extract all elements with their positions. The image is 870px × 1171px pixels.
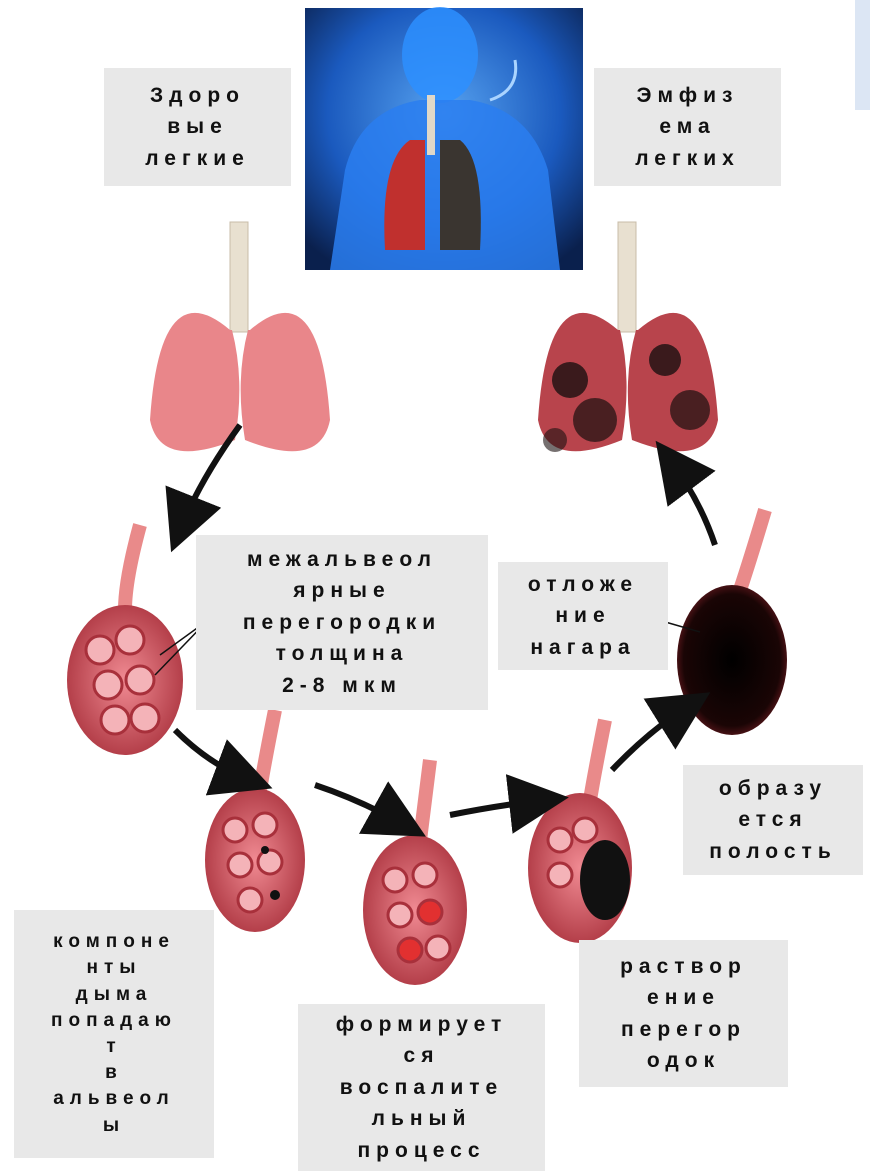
alveoli-cluster-image: [205, 710, 305, 932]
dissolution-label: раствор ение перегор одок: [579, 940, 788, 1087]
human-body-smoking-image: [305, 7, 583, 270]
cavity-label: образу ется полость: [683, 765, 863, 875]
alveoli-cluster-image: [67, 525, 183, 755]
alveoli-cluster-image: [677, 510, 787, 735]
healthy-lungs-label: Здоро вые легкие: [104, 68, 291, 186]
edge-panel: [855, 0, 870, 110]
alveoli-cluster-image: [363, 760, 467, 985]
healthy-lungs-image: [150, 222, 330, 451]
inflammation-label: формирует ся воспалите льный процесс: [298, 1004, 545, 1171]
soot-label: отложе ние нагара: [498, 562, 668, 670]
smoke-components-label: компоне нты дыма попадаю т в альвеол ы: [14, 910, 214, 1158]
emphysema-label: Эмфиз ема легких: [594, 68, 781, 186]
septa-label: межальвеол ярные перегородки толщина 2-8…: [196, 535, 488, 710]
alveoli-cluster-image: [528, 720, 632, 943]
